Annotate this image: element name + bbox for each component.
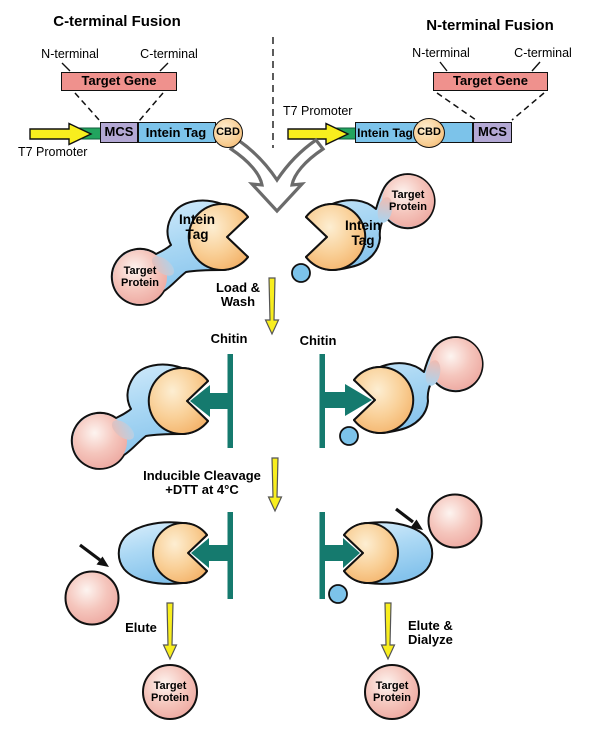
elute-label-right: Elute & Dialyze (408, 619, 488, 647)
target-ball-label-left: Target Protein (104, 265, 176, 289)
load-wash-line2: Wash (220, 294, 256, 309)
mcs-box-left: MCS (100, 122, 138, 143)
chitin-label-right: Chitin (299, 333, 337, 348)
droplet-icon (328, 584, 348, 604)
cleaved-intein-right (328, 521, 434, 604)
elute-label-left: Elute (125, 620, 157, 635)
intein-line1: Intein (179, 212, 215, 227)
chitin-bind-arrow-left-icon (190, 385, 233, 417)
elute-down-arrow-right-icon (380, 602, 396, 661)
target-line1: Target (391, 189, 425, 201)
load-wash-down-arrow-icon (264, 277, 280, 336)
target-gene-box-left: Target Gene (61, 72, 177, 91)
cbd-circle-right: CBD (413, 118, 445, 148)
insert-dashed-lines-right (436, 92, 545, 121)
t7-promoter-arrow-left-icon (29, 122, 93, 146)
t7-promoter-label-right: T7 Promoter (283, 104, 353, 118)
left-panel-title: C-terminal Fusion (53, 13, 181, 30)
product-left-line2: Protein (151, 691, 189, 704)
fusion-protein-right (291, 173, 436, 283)
intein-tag-box-left-label: Intein Tag (145, 125, 207, 140)
cleavage-line1: Inducible Cleavage (143, 468, 261, 483)
insert-dashed-lines-left (74, 92, 164, 122)
intein-pacman-icon (305, 203, 367, 271)
intein-blob-label-right: Intein Tag (325, 218, 401, 248)
product-label-left: Target Protein (134, 680, 206, 704)
t7-promoter-label-left: T7 Promoter (18, 145, 88, 159)
product-right-line2: Protein (373, 691, 411, 704)
target-line1: Target (123, 265, 157, 277)
bound-fusion-left (70, 363, 209, 470)
target-line2: Protein (121, 276, 159, 289)
terminal-tick-lines-right (439, 61, 541, 72)
bound-fusion-right (339, 336, 484, 446)
elute-right-line1: Elute & (408, 618, 453, 633)
intein-line1: Intein (345, 218, 381, 233)
release-pointer-left-head (96, 556, 109, 567)
cbd-circle-left: CBD (213, 118, 243, 148)
right-panel-title: N-terminal Fusion (426, 17, 554, 34)
neck-blend (151, 256, 175, 276)
load-wash-label: Load & Wash (198, 281, 278, 309)
cleavage-line2: +DTT at 4°C (165, 482, 239, 497)
target-line2: Protein (389, 200, 427, 213)
release-pointer-left-icon (79, 543, 101, 562)
c-terminal-label-right: C-terminal (514, 46, 572, 60)
product-protein-right (364, 664, 420, 720)
intein-tag-box-right-label: Intein Tag (357, 126, 413, 140)
chitin-bind-arrow-right-2-icon (322, 538, 360, 568)
target-protein-ball (382, 175, 434, 227)
mcs-box-right: MCS (473, 122, 512, 143)
merge-arrow-icon (228, 137, 326, 214)
intein-blob-label-left: Intein Tag (159, 212, 235, 242)
n-terminal-label-right: N-terminal (412, 46, 470, 60)
product-label-right: Target Protein (356, 680, 428, 704)
terminal-tick-lines-left (61, 62, 169, 72)
c-terminal-label-left: C-terminal (140, 47, 198, 61)
cleavage-down-arrow-icon (267, 457, 283, 513)
target-ball-label-right: Target Protein (372, 189, 444, 213)
intein-pacman-icon (152, 522, 208, 584)
intein-pacman-icon (187, 203, 249, 271)
intein-pacman-icon (343, 522, 399, 584)
t7-promoter-arrow-right-icon (287, 122, 350, 146)
fusion-protein-left (110, 199, 249, 306)
released-protein-left (64, 570, 120, 626)
released-protein-right (427, 493, 483, 549)
chitin-bind-arrow-left-2-icon (191, 538, 233, 568)
n-terminal-label-left: N-terminal (41, 47, 99, 61)
product-left-line1: Target (153, 680, 187, 692)
chitin-label-left: Chitin (210, 331, 248, 346)
product-protein-left (142, 664, 198, 720)
release-pointer-right-icon (395, 507, 414, 524)
droplet-icon (291, 263, 311, 283)
cleavage-label: Inducible Cleavage +DTT at 4°C (112, 469, 292, 497)
chitin-bind-arrow-right-icon (322, 384, 372, 416)
intein-line2: Tag (351, 233, 375, 248)
load-wash-line1: Load & (215, 280, 261, 295)
cleaved-intein-left (117, 521, 208, 585)
release-pointer-right-head (410, 519, 423, 530)
target-gene-box-right: Target Gene (433, 72, 548, 91)
elute-down-arrow-left-icon (162, 602, 178, 661)
product-right-line1: Target (375, 680, 409, 692)
intein-line2: Tag (185, 227, 209, 242)
neck-blend (377, 197, 393, 223)
elute-right-line2: Dialyze (408, 632, 453, 647)
